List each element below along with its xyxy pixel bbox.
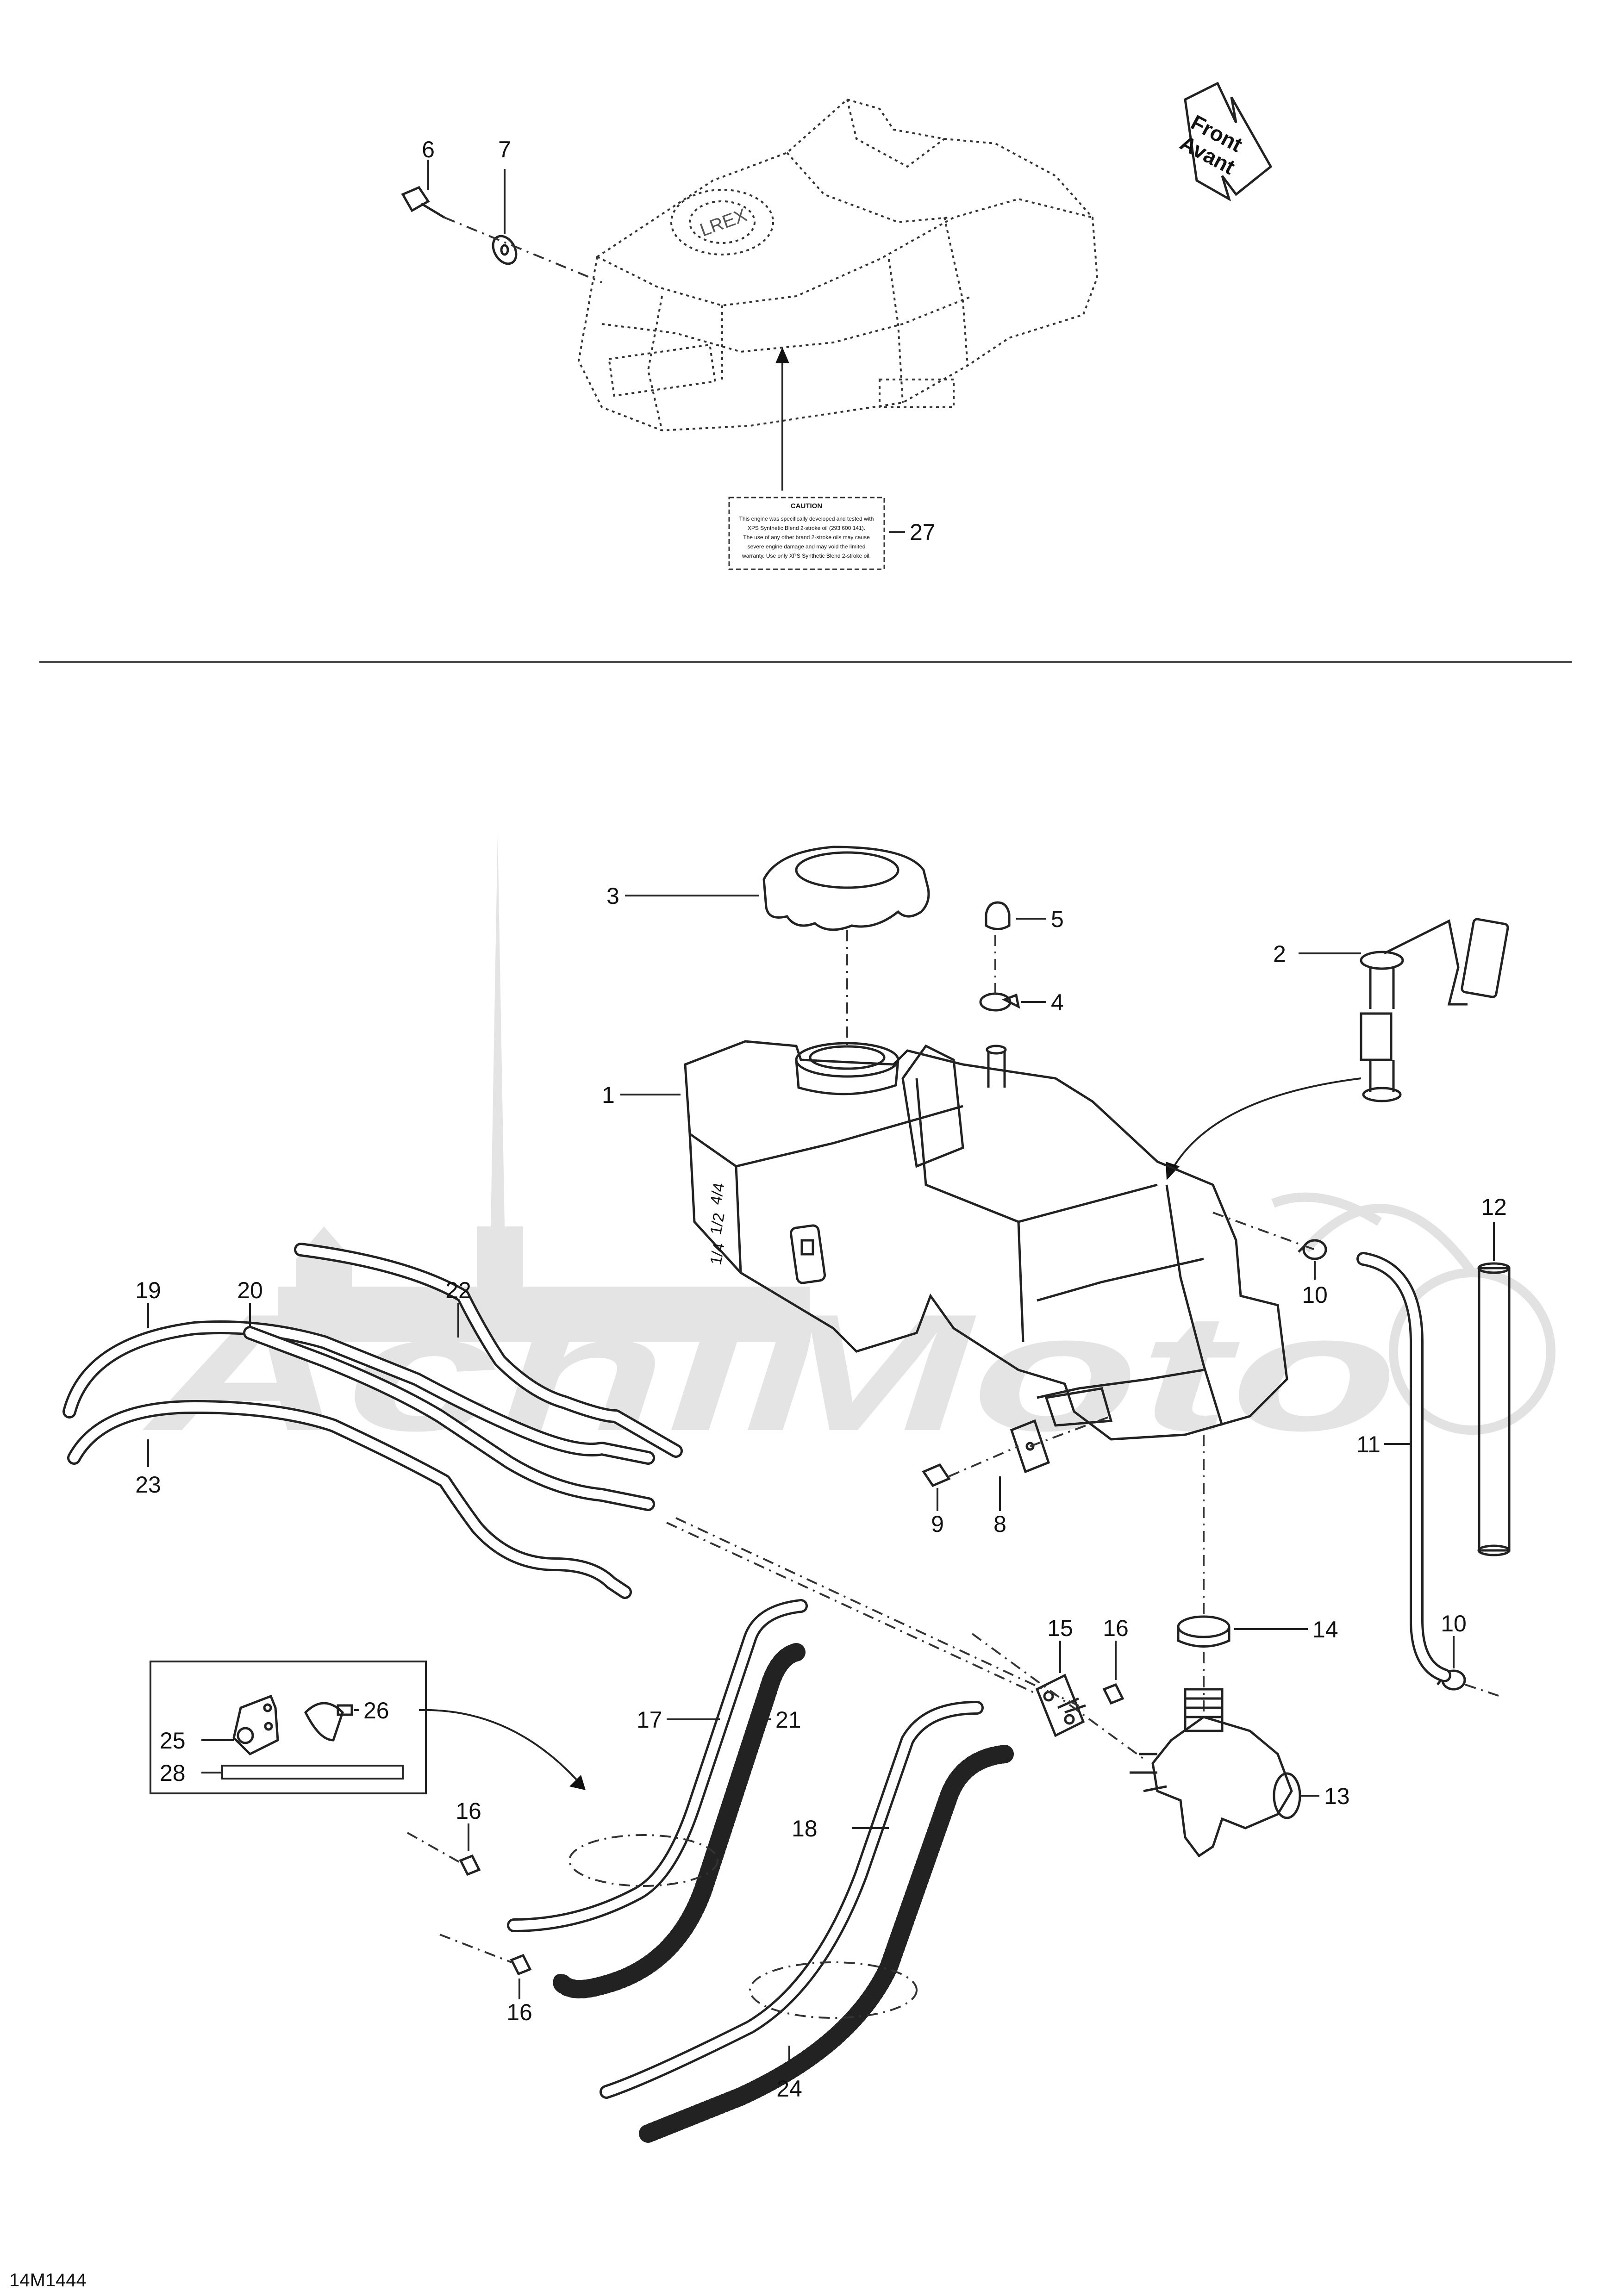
callout-3: 3 — [606, 883, 619, 909]
drawing-number: 14M1444 — [9, 2270, 87, 2290]
part-1-oil-tank — [684, 1040, 1288, 1441]
callout-7: 7 — [498, 137, 511, 162]
part-23-hose — [67, 1400, 632, 1599]
callout-4: 4 — [1051, 989, 1064, 1015]
part-18-hose — [600, 1701, 984, 2099]
body-panel-phantom: LREX — [577, 98, 1099, 432]
callout-24: 24 — [776, 2076, 802, 2102]
part-21-hose — [551, 1643, 806, 1998]
part-11-hose — [1356, 1252, 1451, 1682]
callout-10-lower: 10 — [1441, 1611, 1467, 1636]
center-line-hoses-to-pump-a — [666, 1522, 1037, 1695]
caution-line-3: The use of any other brand 2-stroke oils… — [743, 534, 870, 541]
gauge-mark-quarter: 1/4 — [707, 1242, 728, 1266]
part-22-hose — [294, 1243, 683, 1458]
caution-line-4: severe engine damage and may void the li… — [748, 543, 866, 550]
callout-1: 1 — [602, 1082, 615, 1108]
gauge-mark-full: 4/4 — [707, 1182, 728, 1206]
callout-19: 19 — [135, 1277, 161, 1303]
callout-26: 26 — [363, 1698, 389, 1724]
center-line-clamp-lower — [1465, 1684, 1500, 1697]
kit-arrow — [418, 1709, 577, 1780]
callout-5: 5 — [1051, 906, 1064, 932]
part-28-strip — [221, 1765, 404, 1780]
part-27-caution-decal: CAUTION This engine was specifically dev… — [728, 497, 885, 570]
callout-10-upper: 10 — [1302, 1282, 1328, 1308]
callout-21: 21 — [775, 1707, 801, 1733]
kit-box — [150, 1661, 427, 1794]
caution-title: CAUTION — [791, 502, 822, 510]
part-8-plate — [1010, 1419, 1050, 1474]
part-19-hose — [62, 1320, 655, 1465]
part-7-washer — [492, 235, 518, 265]
callout-11: 11 — [1356, 1431, 1380, 1457]
center-line-tank-outlet — [1212, 1212, 1315, 1251]
part-16-fitting-c — [510, 1954, 532, 1976]
hose-group-ellipse-b — [749, 1961, 918, 2019]
callout-27: 27 — [910, 519, 936, 545]
caution-line-5: warranty. Use only XPS Synthetic Blend 2… — [742, 553, 871, 559]
callout-16-c: 16 — [506, 1999, 532, 2025]
part-2-level-sensor — [1360, 918, 1509, 1102]
callout-13: 13 — [1324, 1783, 1350, 1809]
svg-text:LREX: LREX — [697, 205, 750, 241]
caution-line-1: This engine was specifically developed a… — [739, 516, 874, 522]
front-direction-arrow: Front Avant — [1176, 81, 1273, 202]
callout-12: 12 — [1481, 1194, 1507, 1220]
part-16-fitting-a — [1102, 1683, 1124, 1705]
part-17-hose — [507, 1599, 808, 1932]
callout-16-b: 16 — [456, 1798, 481, 1824]
caution-line-2: XPS Synthetic Blend 2-stroke oil (293 60… — [748, 525, 865, 531]
callout-25: 25 — [160, 1728, 186, 1754]
part-15-flange — [1035, 1674, 1086, 1737]
part-24-hose — [639, 1745, 1014, 2143]
part-6-bolt — [401, 186, 445, 219]
sensor-insert-arrow — [1170, 1077, 1362, 1171]
callout-14: 14 — [1312, 1617, 1338, 1643]
callout-15: 15 — [1047, 1615, 1073, 1641]
callout-28: 28 — [160, 1760, 186, 1786]
center-line-16-c — [439, 1934, 512, 1963]
part-20-hose — [243, 1326, 655, 1511]
part-26-cable-tie — [304, 1702, 353, 1742]
callout-20: 20 — [237, 1277, 263, 1303]
center-line-16-b — [407, 1832, 461, 1864]
center-line-6-7 — [444, 217, 602, 283]
part-9-bolt — [922, 1463, 951, 1487]
gauge-mark-half: 1/2 — [707, 1212, 728, 1236]
callout-2: 2 — [1273, 941, 1286, 967]
part-16-fitting-b — [459, 1854, 481, 1876]
callout-6: 6 — [422, 137, 435, 162]
watermark-text: AchiMoto — [139, 1280, 1398, 1466]
callout-23: 23 — [135, 1472, 161, 1498]
part-12-tube — [1477, 1262, 1511, 1556]
callout-16-a: 16 — [1103, 1615, 1129, 1641]
decal-arrowhead — [775, 347, 789, 363]
kit-arrowhead — [569, 1775, 586, 1790]
center-line-hoses-to-pump-b — [675, 1517, 1084, 1709]
part-4-clamp — [979, 992, 1020, 1012]
hose-group-ellipse-a — [568, 1834, 718, 1887]
callout-22: 22 — [445, 1277, 471, 1303]
callout-8: 8 — [993, 1511, 1006, 1537]
part-5-vent-cap — [985, 901, 1011, 930]
callout-17: 17 — [637, 1707, 662, 1733]
part-25-bracket — [232, 1694, 279, 1756]
part-13-oil-pump — [1130, 1688, 1301, 1858]
callout-18: 18 — [792, 1816, 818, 1842]
callout-9: 9 — [931, 1511, 944, 1537]
center-line-pump-outlets — [971, 1633, 1144, 1760]
part-14-clamp-ring — [1177, 1615, 1230, 1648]
part-3-oil-cap — [762, 846, 930, 931]
